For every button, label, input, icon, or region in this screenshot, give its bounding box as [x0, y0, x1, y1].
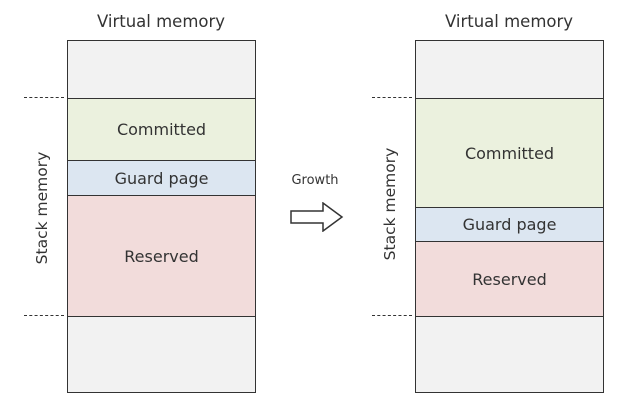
- left-virtual-memory-column: Committed Guard page Reserved: [67, 40, 256, 393]
- left-stack-bottom-boundary-line: [24, 315, 64, 316]
- right-stack-bottom-boundary-line: [372, 315, 412, 316]
- right-virtual-memory-title: Virtual memory: [444, 12, 574, 31]
- right-guard-page-region: Guard page: [416, 208, 603, 242]
- right-arrow-icon: [290, 202, 344, 232]
- right-stack-top-boundary-line: [372, 97, 412, 98]
- growth-label: Growth: [291, 173, 339, 188]
- right-reserved-region: Reserved: [416, 242, 603, 317]
- left-guard-page-region: Guard page: [68, 161, 255, 196]
- right-virtual-memory-column: Committed Guard page Reserved: [415, 40, 604, 393]
- left-committed-region: Committed: [68, 98, 255, 161]
- left-stack-memory-label: Stack memory: [33, 151, 51, 265]
- right-stack-memory-label: Stack memory: [381, 147, 399, 261]
- left-virtual-memory-title: Virtual memory: [96, 12, 226, 31]
- right-committed-region: Committed: [416, 98, 603, 208]
- left-stack-top-boundary-line: [24, 97, 64, 98]
- left-reserved-region: Reserved: [68, 196, 255, 317]
